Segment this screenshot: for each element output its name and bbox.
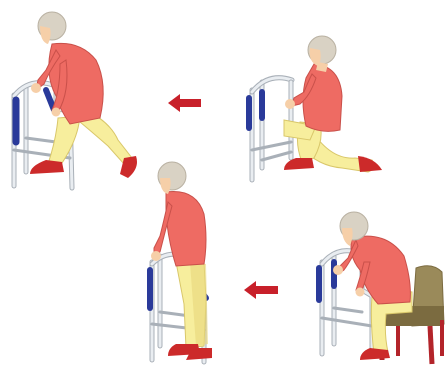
seated-figure: [333, 212, 412, 360]
panel-sitting-on-chair-with-walker: [319, 212, 444, 364]
panel-kneeling-with-walker: [249, 36, 382, 180]
kneeling-figure: [284, 36, 382, 172]
panel-rising-from-kneel: [14, 12, 137, 188]
arrow-left-top: [168, 94, 201, 112]
panel-standing-with-walker: [150, 162, 212, 362]
arrow-left-bottom: [244, 281, 278, 299]
